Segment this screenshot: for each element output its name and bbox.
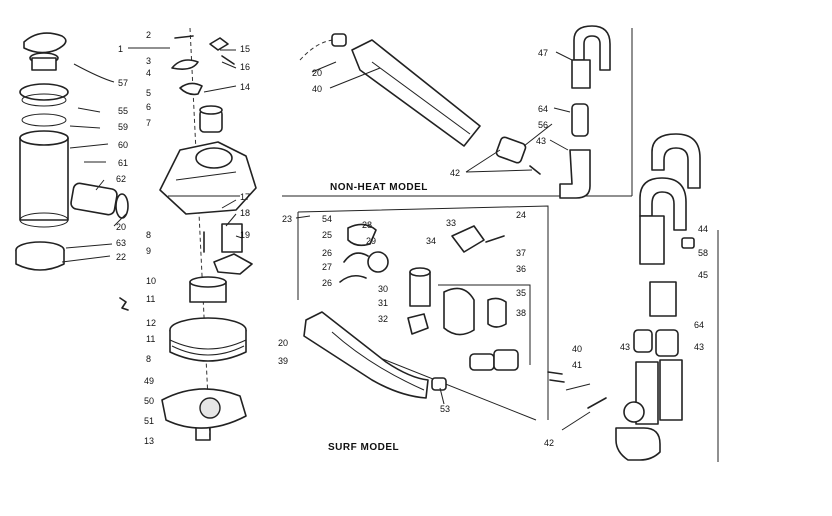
part-label-42b: 42	[544, 438, 554, 448]
part-label-12: 12	[146, 318, 156, 328]
part-label-14: 14	[240, 82, 250, 92]
part-label-58: 58	[698, 248, 708, 258]
inset-bottom-hose	[303, 311, 565, 399]
part-label-20b: 20	[312, 68, 322, 78]
leader-lines	[61, 47, 591, 431]
part-label-40a: 40	[312, 84, 322, 94]
part-label-24: 24	[516, 210, 526, 220]
motor-body	[169, 276, 247, 362]
part-label-20c: 20	[278, 338, 288, 348]
part-label-7: 7	[146, 118, 151, 128]
part-label-11b: 11	[146, 334, 155, 344]
part-label-64b: 64	[694, 320, 704, 330]
part-label-31: 31	[378, 298, 388, 308]
part-label-53: 53	[440, 404, 450, 414]
inset-bottom-caption: SURF MODEL	[328, 442, 399, 453]
base-plate	[161, 388, 247, 441]
part-label-28: 28	[362, 220, 372, 230]
part-label-40b: 40	[572, 344, 582, 354]
part-label-3: 3	[146, 56, 151, 66]
part-label-27: 27	[322, 262, 332, 272]
part-label-4: 4	[146, 68, 151, 78]
pump-housing	[159, 141, 257, 215]
part-label-54: 54	[322, 214, 332, 224]
part-label-11a: 11	[146, 294, 155, 304]
part-label-56: 56	[538, 120, 548, 130]
part-label-26b: 26	[322, 278, 332, 288]
part-label-61: 61	[118, 158, 128, 168]
part-label-8: 8	[146, 230, 151, 240]
part-label-57: 57	[118, 78, 128, 88]
top-fittings	[171, 35, 235, 133]
part-label-32: 32	[378, 314, 388, 324]
part-label-60: 60	[118, 140, 128, 150]
part-label-16: 16	[240, 62, 250, 72]
part-label-43b: 43	[620, 342, 630, 352]
part-label-20a: 20	[116, 222, 126, 232]
part-label-34: 34	[426, 236, 436, 246]
part-label-8b: 8	[146, 354, 151, 364]
part-label-47: 47	[538, 48, 548, 58]
part-label-18: 18	[240, 208, 250, 218]
filter-ring	[15, 241, 65, 271]
filter-cylinder	[19, 83, 69, 228]
inset-top-caption: NON-HEAT MODEL	[330, 182, 428, 193]
part-label-2: 2	[146, 30, 151, 40]
part-label-36: 36	[516, 264, 526, 274]
part-label-22: 22	[116, 252, 126, 262]
part-label-62: 62	[116, 174, 126, 184]
tank-lid	[23, 32, 67, 71]
part-label-5: 5	[146, 88, 151, 98]
part-label-9: 9	[146, 246, 151, 256]
right-riser-assembly	[587, 133, 701, 461]
part-label-17: 17	[240, 192, 250, 202]
part-label-64a: 64	[538, 104, 548, 114]
part-label-6: 6	[146, 102, 151, 112]
part-label-15: 15	[240, 44, 250, 54]
part-label-13: 13	[144, 436, 154, 446]
part-label-19: 19	[240, 230, 250, 240]
valve-bracket	[203, 223, 253, 275]
small-clip	[119, 297, 129, 311]
part-label-51: 51	[144, 416, 154, 426]
part-label-30: 30	[378, 284, 388, 294]
side-sleeve	[70, 182, 129, 219]
part-label-43a: 43	[536, 136, 546, 146]
part-label-33: 33	[446, 218, 456, 228]
part-label-35: 35	[516, 288, 526, 298]
part-label-29: 29	[366, 236, 376, 246]
part-label-38: 38	[516, 308, 526, 318]
part-label-41: 41	[572, 360, 582, 370]
part-label-50: 50	[144, 396, 154, 406]
part-number-labels: 1 2 3 4 5 6 7 8 9 10 11 12 11 8 49 50 51…	[116, 30, 708, 448]
part-label-10: 10	[146, 276, 156, 286]
part-label-1: 1	[118, 44, 123, 54]
part-label-55: 55	[118, 106, 128, 116]
part-label-49: 49	[144, 376, 154, 386]
part-label-44: 44	[698, 224, 708, 234]
part-label-25: 25	[322, 230, 332, 240]
part-label-63: 63	[116, 238, 126, 248]
part-label-59: 59	[118, 122, 128, 132]
part-label-23: 23	[282, 214, 292, 224]
part-label-39: 39	[278, 356, 288, 366]
inset-top-hose	[299, 25, 611, 199]
inset-bottom-parts	[339, 223, 519, 371]
part-label-37: 37	[516, 248, 526, 258]
part-label-45: 45	[698, 270, 708, 280]
center-axis	[189, 27, 211, 441]
part-label-43c: 43	[694, 342, 704, 352]
part-label-26: 26	[322, 248, 332, 258]
part-label-42a: 42	[450, 168, 460, 178]
